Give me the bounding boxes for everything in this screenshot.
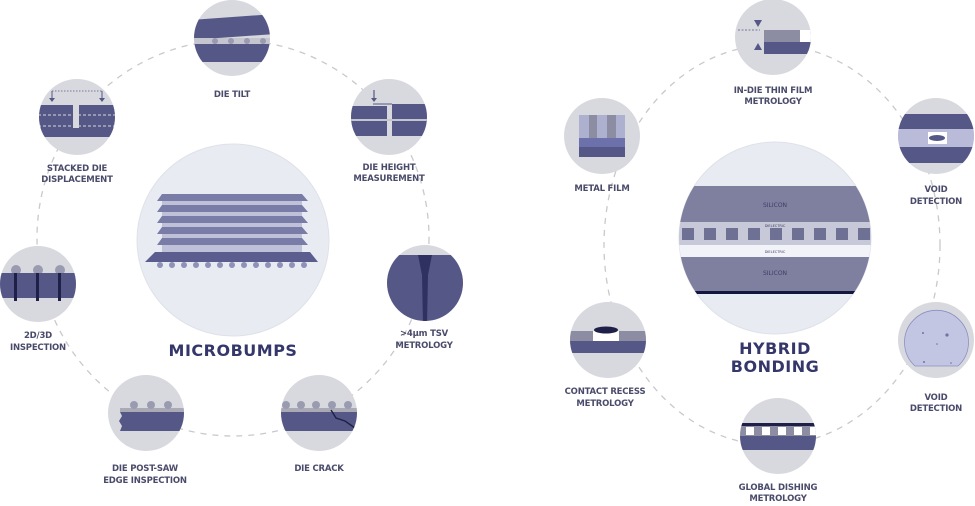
node-die-height: DIE HEIGHT MEASUREMENT	[351, 79, 427, 184]
metal-film-icon	[579, 115, 625, 157]
node-label: DETECTION	[910, 404, 962, 414]
node-label: INSPECTION	[10, 343, 66, 353]
dielectric-top-label: DIELECTRIC	[765, 224, 786, 228]
node-die-tilt: DIE TILT	[194, 0, 270, 100]
tsv-icon	[387, 255, 463, 321]
hybrid-title-line2: BONDING	[731, 357, 819, 376]
thin-film-icon	[738, 20, 811, 54]
node-label: METROLOGY	[749, 494, 807, 504]
die-stack-icon	[145, 194, 318, 268]
node-label: DISPLACEMENT	[41, 175, 113, 185]
microbumps-group: MICROBUMPS DIE TILT DIE	[0, 0, 463, 486]
hybrid-bonding-center: SILICON DIELECTRIC DIELECTRIC SILICON HY…	[678, 141, 872, 376]
void-detection-icon	[898, 114, 974, 163]
post-saw-edge-icon	[119, 401, 184, 431]
hybrid-title-line1: HYBRID	[739, 339, 811, 358]
node-in-die-thin-film: IN-DIE THIN FILM METROLOGY	[734, 0, 813, 107]
silicon-top-label: SILICON	[763, 202, 787, 209]
node-void-detection-1: VOID DETECTION	[898, 98, 974, 207]
node-label: IN-DIE THIN FILM	[734, 86, 813, 96]
node-label: MEASUREMENT	[353, 174, 425, 184]
node-label: DIE HEIGHT	[363, 163, 416, 173]
node-label: 2D/3D	[24, 331, 52, 341]
node-2d3d-inspection: 2D/3D INSPECTION	[0, 246, 76, 353]
node-label: METAL FILM	[574, 184, 629, 194]
node-label: GLOBAL DISHING	[739, 483, 818, 493]
dielectric-bottom-label: DIELECTRIC	[765, 250, 786, 254]
node-label: METROLOGY	[744, 97, 802, 107]
wafer-void-icon	[904, 309, 969, 367]
node-die-crack: DIE CRACK	[281, 375, 357, 474]
node-label: DETECTION	[910, 197, 962, 207]
node-label: DIE POST-SAW	[112, 464, 179, 474]
node-global-dishing: GLOBAL DISHING METROLOGY	[739, 398, 818, 504]
node-die-post-saw: DIE POST-SAW EDGE INSPECTION	[103, 375, 187, 486]
microbumps-center: MICROBUMPS	[136, 143, 330, 360]
node-tsv: >4µm TSV METROLOGY	[387, 245, 463, 351]
node-label: VOID	[924, 185, 947, 195]
die-crack-icon	[281, 401, 357, 431]
microbumps-title: MICROBUMPS	[169, 341, 298, 360]
node-metal-film: METAL FILM	[564, 98, 640, 194]
silicon-bottom-label: SILICON	[763, 270, 787, 277]
node-label: VOID	[924, 393, 947, 403]
node-label: STACKED DIE	[47, 164, 108, 174]
bond-cross-section-icon: SILICON DIELECTRIC DIELECTRIC SILICON	[679, 186, 871, 294]
node-stacked-die: STACKED DIE DISPLACEMENT	[39, 79, 115, 185]
node-label: DIE CRACK	[294, 464, 344, 474]
die-tilt-icon	[194, 14, 270, 62]
global-dishing-icon	[740, 423, 816, 450]
node-label: CONTACT RECESS	[565, 387, 646, 397]
inspection-2d3d-icon	[0, 265, 76, 301]
die-height-icon	[351, 90, 427, 136]
node-contact-recess: CONTACT RECESS METROLOGY	[565, 302, 646, 409]
node-label: DIE TILT	[214, 90, 251, 100]
contact-recess-icon	[570, 326, 646, 353]
node-label: EDGE INSPECTION	[103, 476, 187, 486]
node-label: METROLOGY	[395, 341, 453, 351]
stacked-die-icon	[39, 90, 115, 137]
node-label: >4µm TSV	[400, 329, 449, 339]
node-label: METROLOGY	[576, 399, 634, 409]
node-void-detection-2: VOID DETECTION	[898, 302, 974, 414]
hybrid-bonding-group: SILICON DIELECTRIC DIELECTRIC SILICON HY…	[564, 0, 974, 504]
